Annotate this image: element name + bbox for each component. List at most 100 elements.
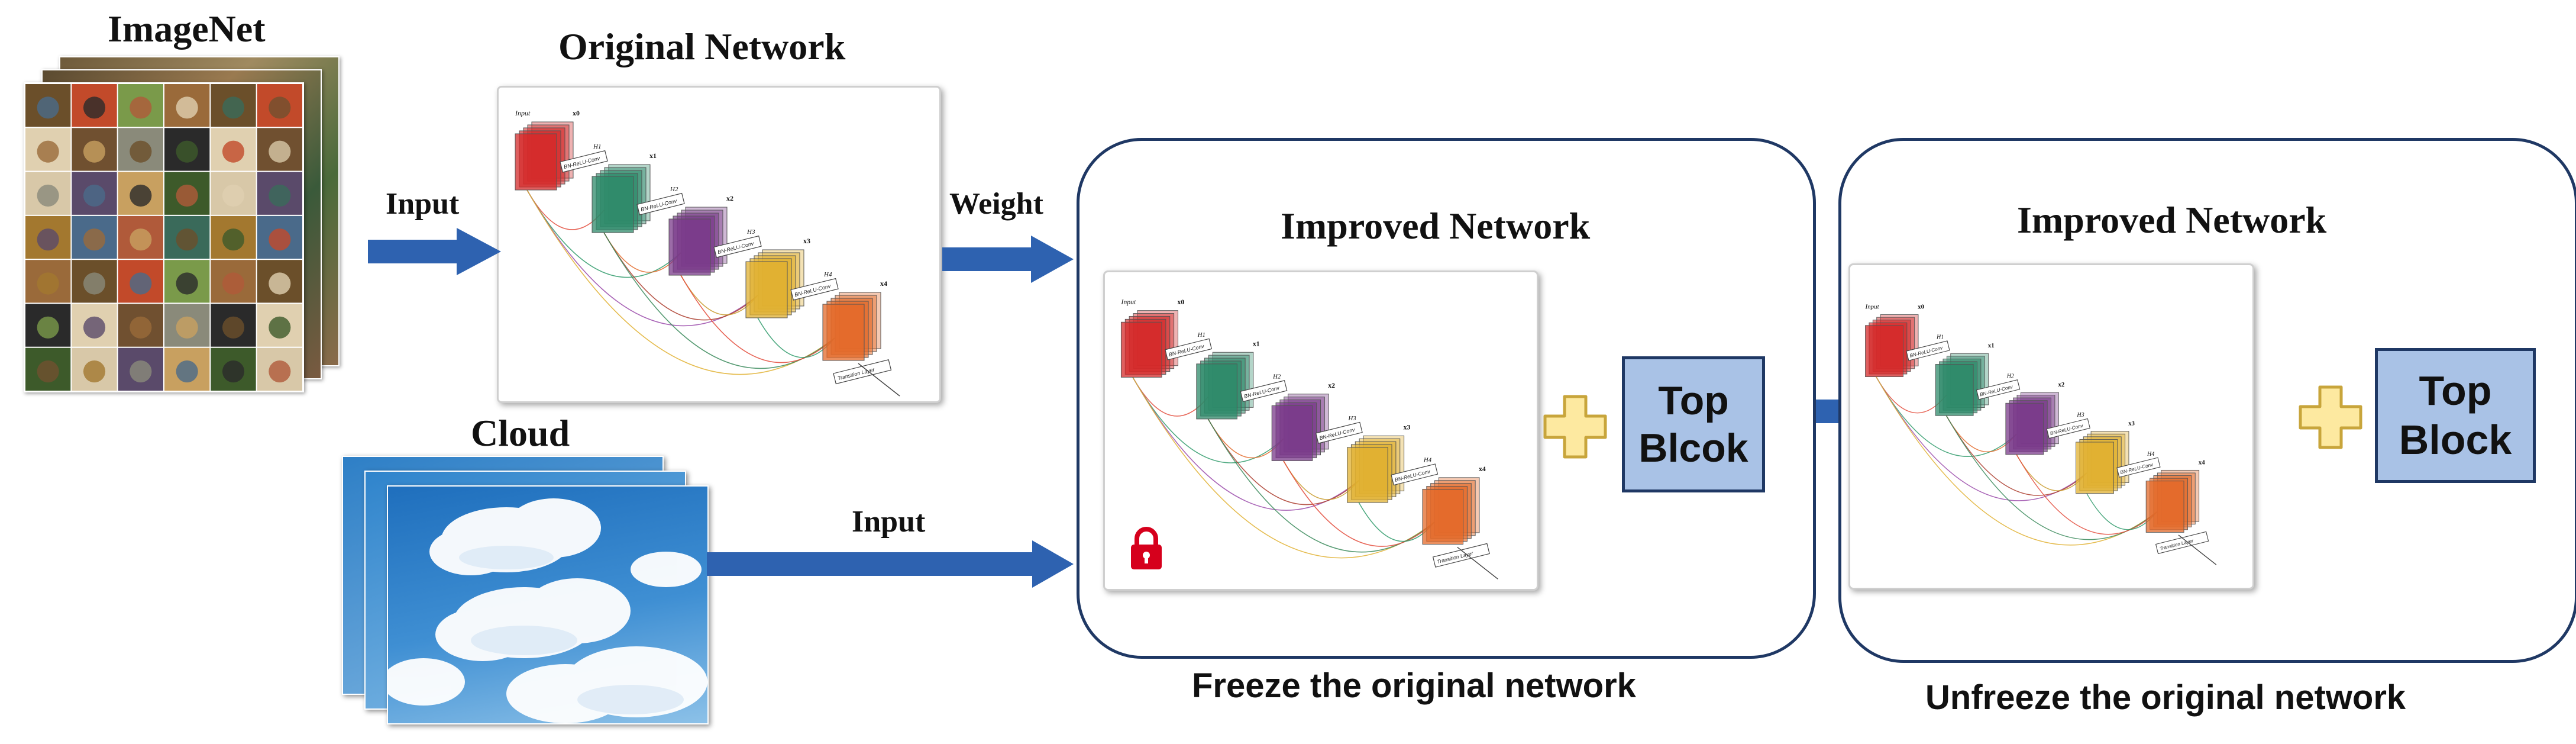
original-network-diagram: x0InputBN-ReLU-ConvH1x1BN-ReLU-ConvH2x2B… (515, 109, 900, 397)
imagenet-thumbnail-subject (269, 228, 291, 251)
imagenet-thumbnail-subject (130, 184, 152, 207)
feature-map-layer (822, 304, 865, 361)
input-label: Input (1120, 298, 1136, 306)
imagenet-thumbnail-subject (222, 316, 245, 339)
feature-label: x3 (2128, 420, 2135, 427)
imagenet-thumbnail-subject (83, 184, 106, 207)
imagenet-thumbnail-subject (37, 140, 59, 163)
layer-label: H1 (1936, 334, 1944, 341)
feature-map-layer (1422, 488, 1464, 545)
imagenet-thumbnail-subject (176, 140, 198, 163)
feature-map-layer (592, 176, 634, 233)
frozen-improved-title: Improved Network (1281, 205, 1591, 247)
imagenet-thumbnail-subject (37, 360, 59, 383)
imagenet-thumbnail-subject (37, 96, 59, 119)
imagenet-thumbnail-subject (37, 184, 59, 207)
transition-layer-box: Transition Layer (2155, 531, 2209, 555)
lock-icon (1131, 527, 1162, 569)
imagenet-thumbnail-subject (222, 272, 245, 295)
op-box: BN-ReLU-Conv (1391, 463, 1439, 486)
imagenet-thumbnail-subject (222, 360, 245, 383)
imagenet-thumbnail-subject (83, 272, 106, 295)
imagenet-thumbnail-subject (130, 228, 152, 251)
weight-label: Weight (949, 187, 1043, 221)
imagenet-thumbnail-subject (83, 96, 106, 119)
imagenet-thumbnail-subject (176, 272, 198, 295)
imagenet-thumbnail-subject (269, 96, 291, 119)
imagenet-thumbnail-subject (83, 140, 106, 163)
cloud-image-stack (342, 456, 709, 724)
imagenet-thumbnail-subject (269, 360, 291, 383)
feature-label: x1 (1253, 340, 1260, 347)
feature-map-layer (668, 218, 711, 276)
cloud-sheet-front (387, 485, 709, 724)
transition-layer-box: Transition Layer (1432, 543, 1490, 568)
dense-connection (680, 275, 835, 363)
imagenet-thumbnail-subject (130, 96, 152, 119)
feature-label: x1 (1988, 342, 1995, 349)
imagenet-thumbnail-subject (176, 360, 198, 383)
imagenet-thumbnail-subject (269, 140, 291, 163)
imagenet-thumbnail-subject (37, 272, 59, 295)
imagenet-thumbnail-subject (83, 228, 106, 251)
layer-label: H2 (2006, 373, 2014, 379)
unfrozen-top-block: Top Block (2375, 348, 2536, 483)
input-bottom-label: Input (852, 505, 926, 539)
feature-label: x1 (649, 152, 657, 160)
dense-connection (1876, 376, 2017, 457)
feature-map-layer (1120, 321, 1162, 378)
imagenet-thumbnail-subject (222, 228, 245, 251)
unfrozen-improved-title: Improved Network (2017, 199, 2327, 241)
imagenet-thumbnail-subject (37, 228, 59, 251)
frozen-network-diagram: x0InputBN-ReLU-ConvH1x1BN-ReLU-ConvH2x2B… (1120, 298, 1498, 579)
imagenet-thumbnail-subject (269, 316, 291, 339)
feature-map-layer (515, 133, 557, 191)
layer-label: H1 (1197, 331, 1205, 339)
imagenet-thumbnail-subject (130, 360, 152, 383)
feature-map-layer (1865, 325, 1903, 377)
input-label: Input (1865, 304, 1880, 311)
dense-connection (1132, 376, 1284, 463)
imagenet-thumbnail-subject (130, 316, 152, 339)
input-bottom-arrow (707, 540, 1074, 588)
feature-label: x0 (1177, 298, 1184, 306)
feature-label: x0 (1918, 304, 1924, 311)
dense-connection (1132, 376, 1435, 559)
imagenet-thumbnail-subject (37, 316, 59, 339)
imagenet-thumbnail-subject (222, 140, 245, 163)
dense-connection (1207, 418, 1359, 505)
layer-label: H4 (823, 271, 832, 278)
feature-label: x4 (880, 279, 887, 288)
imagenet-title: ImageNet (108, 8, 266, 50)
feature-map-layer (1271, 405, 1313, 461)
input-label: Input (515, 109, 531, 117)
layer-label: H3 (1348, 415, 1357, 422)
output-line (858, 363, 900, 397)
original-network-title: Original Network (558, 25, 846, 67)
imagenet-thumbnail-subject (176, 184, 198, 207)
imagenet-thumbnail-subject (269, 184, 291, 207)
feature-map-layer (1196, 363, 1237, 420)
imagenet-thumbnail-subject (83, 316, 106, 339)
layer-label: H3 (746, 228, 755, 236)
layer-label: H4 (1423, 456, 1432, 463)
cloud-title: Cloud (471, 412, 570, 454)
frozen-caption: Freeze the original network (1192, 666, 1636, 705)
input-top-arrow (368, 228, 501, 275)
feature-map-layer (2076, 442, 2114, 494)
feature-map-layer (2145, 481, 2184, 533)
imagenet-thumbnail-subject (222, 96, 245, 119)
dense-connection (2016, 454, 2157, 535)
output-line (2178, 534, 2217, 565)
dense-connection (526, 189, 681, 278)
layer-label: H2 (1272, 373, 1281, 380)
cloud-photo (388, 498, 707, 723)
feature-label: x2 (726, 194, 733, 202)
imagenet-thumbnail-subject (83, 360, 106, 383)
unfrozen-plus-icon (2299, 385, 2362, 449)
dense-connection (1283, 460, 1435, 547)
imagenet-thumbnail-subject (176, 228, 198, 251)
dense-connection (1945, 415, 2087, 496)
